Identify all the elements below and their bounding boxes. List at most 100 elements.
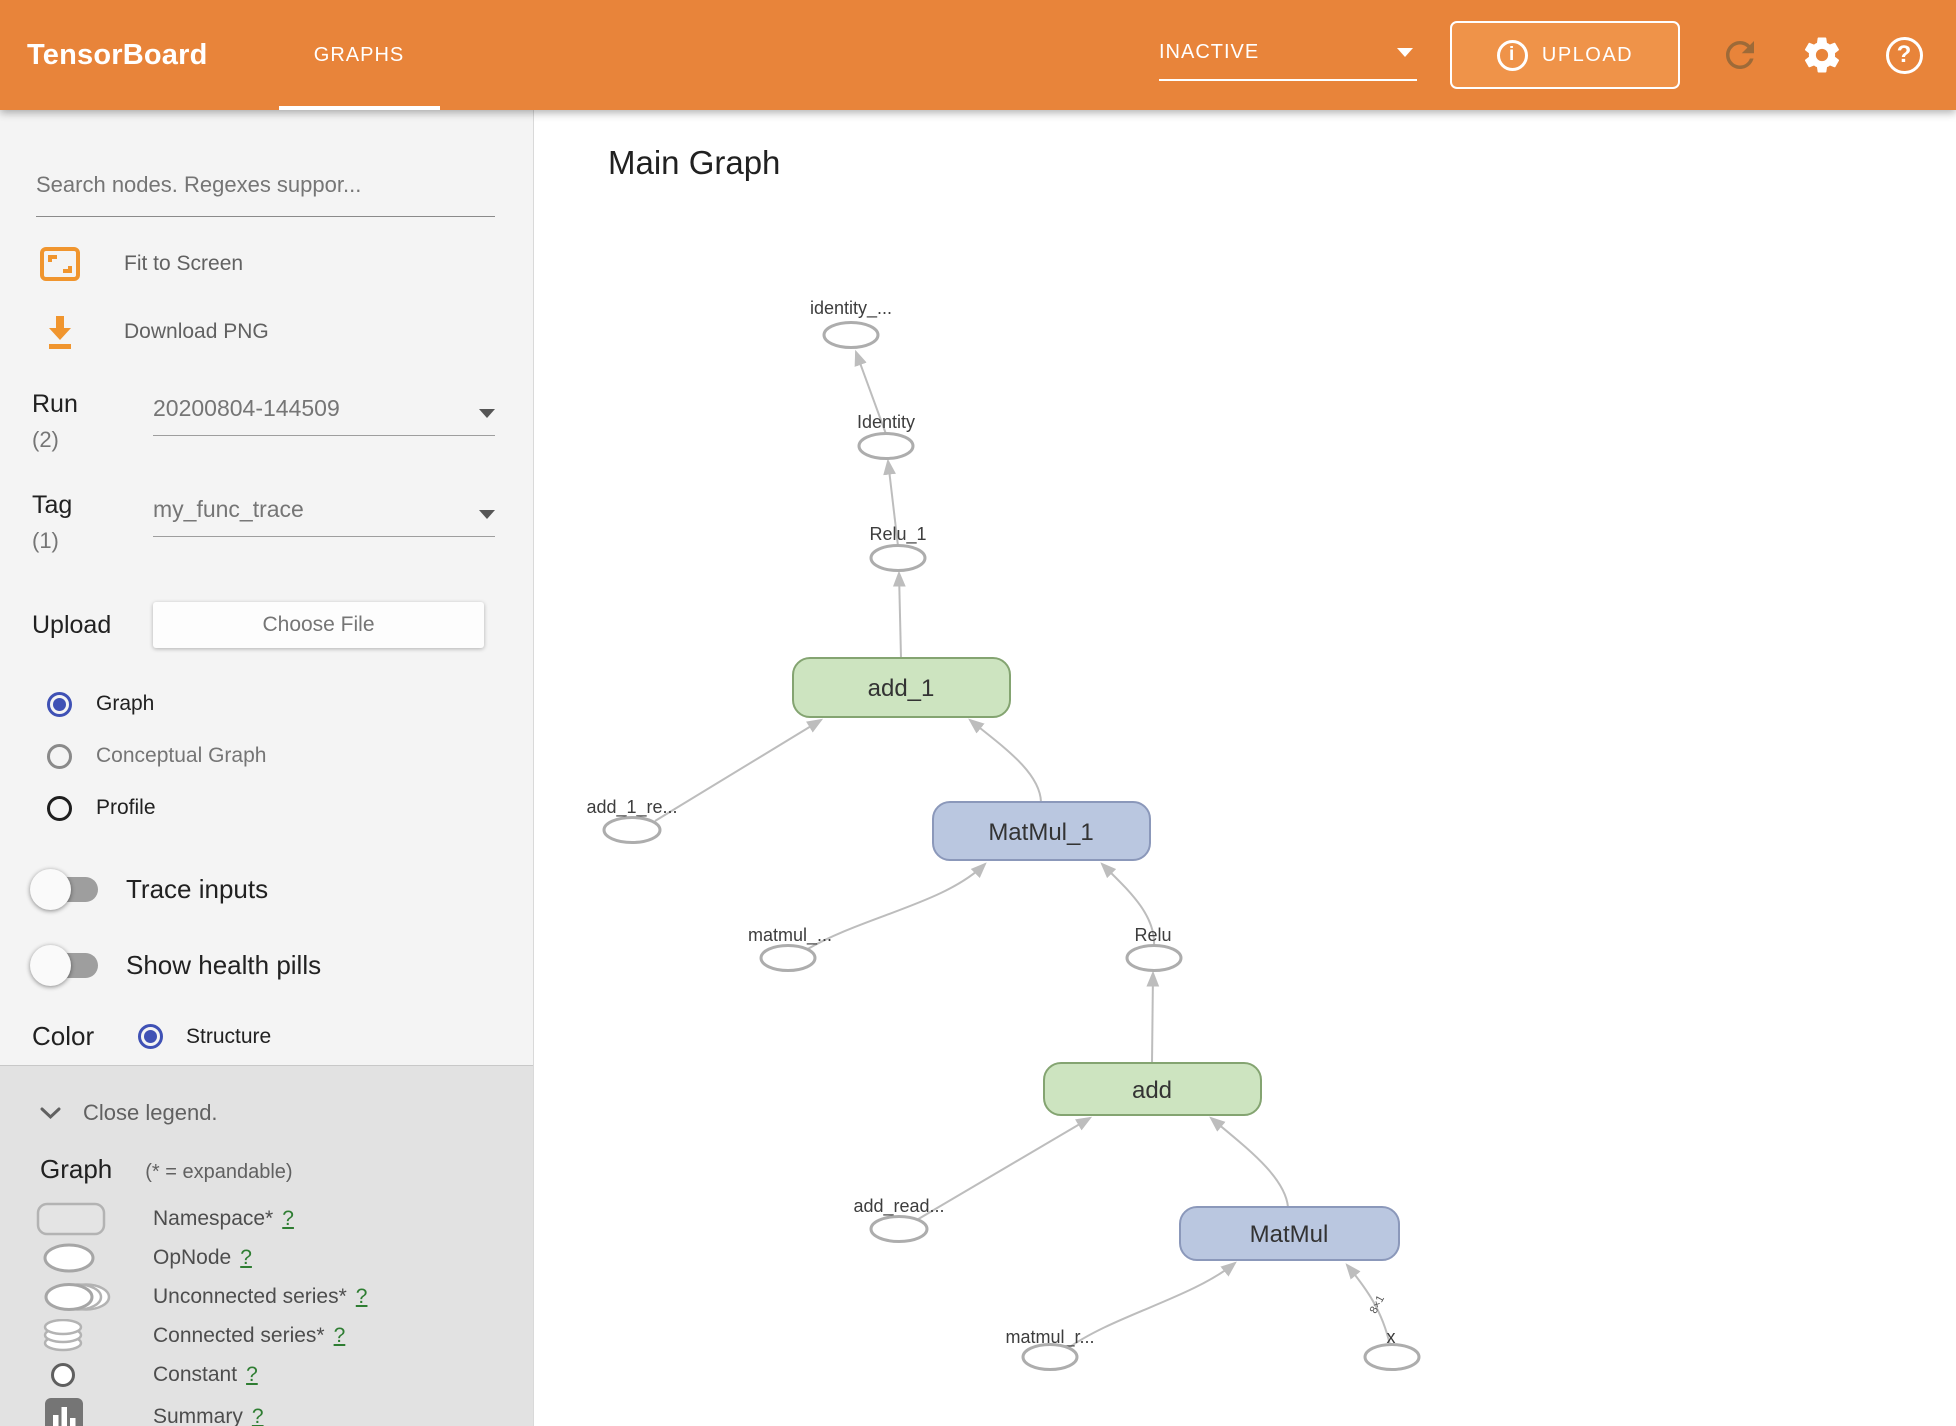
node-relu-1[interactable]: Relu_1	[869, 524, 927, 572]
chevron-down-icon	[479, 409, 495, 418]
node-relu[interactable]: Relu	[1125, 925, 1183, 972]
run-select-value: 20200804-144509	[153, 395, 340, 421]
node-x[interactable]: x	[1363, 1327, 1421, 1371]
fit-to-screen-label: Fit to Screen	[124, 252, 244, 275]
graph-nodes: identity_... Identity Relu_1 add_1 add_1…	[586, 298, 1421, 1371]
legend-label: Constant	[153, 1362, 238, 1386]
legend-label: Summary	[153, 1405, 243, 1426]
node-add-read[interactable]: add_read...	[853, 1196, 945, 1243]
help-link[interactable]: ?	[355, 1284, 368, 1308]
upload-field: Upload Choose File	[32, 602, 533, 648]
legend-panel: Close legend. Graph (* = expandable) Nam…	[0, 1065, 533, 1426]
node-add-1-re[interactable]: add_1_re...	[586, 797, 678, 844]
radio-conceptual-graph-label: Conceptual Graph	[96, 744, 267, 767]
help-link[interactable]: ?	[282, 1206, 294, 1230]
upload-label: Upload	[32, 610, 112, 639]
upload-button-label: UPLOAD	[1541, 43, 1634, 66]
svg-text:add_1: add_1	[868, 675, 935, 702]
connected-series-swatch-icon	[40, 1318, 153, 1353]
help-link[interactable]: ?	[240, 1245, 252, 1269]
chevron-down-icon	[1397, 48, 1413, 57]
help-link[interactable]: ?	[333, 1323, 346, 1347]
edge-relu-to-matmul1	[1100, 862, 1156, 947]
node-matmul[interactable]: MatMul	[1179, 1206, 1400, 1261]
svg-text:add: add	[1132, 1077, 1172, 1104]
download-png-label: Download PNG	[124, 320, 269, 343]
edge-add1-to-relu1	[892, 570, 906, 659]
choose-file-button[interactable]: Choose File	[153, 602, 484, 648]
legend-item-connected-series: Connected series* ?	[40, 1316, 533, 1355]
tag-count: (1)	[32, 528, 59, 553]
svg-text:add_read...: add_read...	[853, 1196, 944, 1217]
tab-graphs[interactable]: GRAPHS	[278, 0, 440, 110]
svg-text:add_1_re...: add_1_re...	[586, 797, 677, 818]
radio-conceptual-graph[interactable]: Conceptual Graph	[0, 730, 533, 782]
status-dropdown[interactable]: INACTIVE	[1159, 41, 1417, 81]
help-link[interactable]: ?	[251, 1405, 264, 1426]
help-link[interactable]: ?	[246, 1362, 258, 1386]
graph-canvas[interactable]: 8×1 identity_... Identity Relu_1	[534, 110, 1956, 1426]
show-health-pills-label: Show health pills	[126, 950, 322, 980]
namespace-swatch-icon	[36, 1202, 153, 1236]
close-legend-button[interactable]: Close legend.	[40, 1100, 533, 1126]
trace-inputs-toggle[interactable]: Trace inputs	[30, 869, 533, 910]
tag-select[interactable]: my_func_trace	[153, 493, 495, 537]
status-label: INACTIVE	[1159, 41, 1260, 63]
radio-profile[interactable]: Profile	[0, 782, 533, 834]
tab-graphs-label: GRAPHS	[313, 43, 405, 66]
radio-graph[interactable]: Graph	[0, 678, 533, 730]
toggle-off-icon	[30, 869, 98, 910]
tag-label: Tag	[32, 491, 73, 519]
edge-add1re-to-add1	[654, 718, 824, 822]
settings-button[interactable]	[1800, 33, 1844, 77]
toggle-off-icon	[30, 945, 98, 986]
node-matmul-r[interactable]: matmul_r...	[1005, 1327, 1095, 1371]
structure-label: Structure	[186, 1024, 272, 1048]
edge-relu1-to-identity	[883, 458, 899, 547]
node-matmul-read[interactable]: matmul_...	[748, 925, 832, 972]
gear-icon	[1804, 37, 1840, 73]
app-header: TensorBoard GRAPHS INACTIVE i UPLOAD ?	[0, 0, 1956, 110]
svg-text:matmul_r...: matmul_r...	[1005, 1327, 1094, 1348]
svg-text:Relu: Relu	[1134, 925, 1171, 945]
edge-x-to-matmul	[1345, 1263, 1391, 1346]
tag-select-value: my_func_trace	[153, 496, 304, 522]
node-identity[interactable]: Identity	[857, 412, 915, 460]
legend-label: Namespace*	[153, 1206, 274, 1230]
svg-text:x: x	[1387, 1327, 1396, 1347]
refresh-button[interactable]	[1718, 33, 1762, 77]
constant-swatch-icon	[40, 1361, 153, 1389]
download-icon	[40, 314, 80, 350]
close-legend-label: Close legend.	[83, 1100, 218, 1125]
svg-text:Identity: Identity	[857, 412, 915, 432]
graph-pane[interactable]: Main Graph 8×1	[534, 110, 1956, 1426]
color-by-row: Color Structure	[32, 1021, 533, 1052]
chevron-down-icon	[40, 1107, 61, 1119]
edge-matmul1-to-add1	[968, 718, 1042, 803]
node-identity-out[interactable]: identity_...	[810, 298, 892, 349]
help-button[interactable]: ?	[1882, 33, 1926, 77]
legend-heading-note: (* = expandable)	[145, 1161, 293, 1183]
show-health-pills-toggle[interactable]: Show health pills	[30, 945, 533, 986]
search-input[interactable]	[36, 168, 495, 217]
edge-identity-to-identity-out	[854, 349, 887, 435]
upload-button[interactable]: i UPLOAD	[1450, 21, 1680, 89]
svg-text:Relu_1: Relu_1	[869, 524, 926, 545]
fit-to-screen-button[interactable]: Fit to Screen	[40, 247, 533, 281]
chevron-down-icon	[479, 510, 495, 519]
download-png-button[interactable]: Download PNG	[40, 314, 533, 350]
edge-matmul-to-add	[1209, 1116, 1289, 1208]
radio-selected-icon	[47, 691, 72, 717]
node-add[interactable]: add	[1043, 1062, 1262, 1116]
view-radio-group: Graph Conceptual Graph Profile	[0, 678, 533, 834]
node-add-1[interactable]: add_1	[792, 657, 1011, 718]
trace-inputs-label: Trace inputs	[126, 874, 269, 904]
node-matmul-1[interactable]: MatMul_1	[932, 801, 1151, 861]
color-label: Color	[32, 1021, 95, 1051]
help-icon: ?	[1885, 36, 1923, 74]
run-select[interactable]: 20200804-144509	[153, 392, 495, 436]
run-field: Run (2) 20200804-144509	[32, 390, 495, 453]
fit-to-screen-icon	[40, 247, 80, 281]
edge-matmulr-to-matmul	[1066, 1261, 1237, 1350]
radio-structure[interactable]	[138, 1024, 163, 1049]
